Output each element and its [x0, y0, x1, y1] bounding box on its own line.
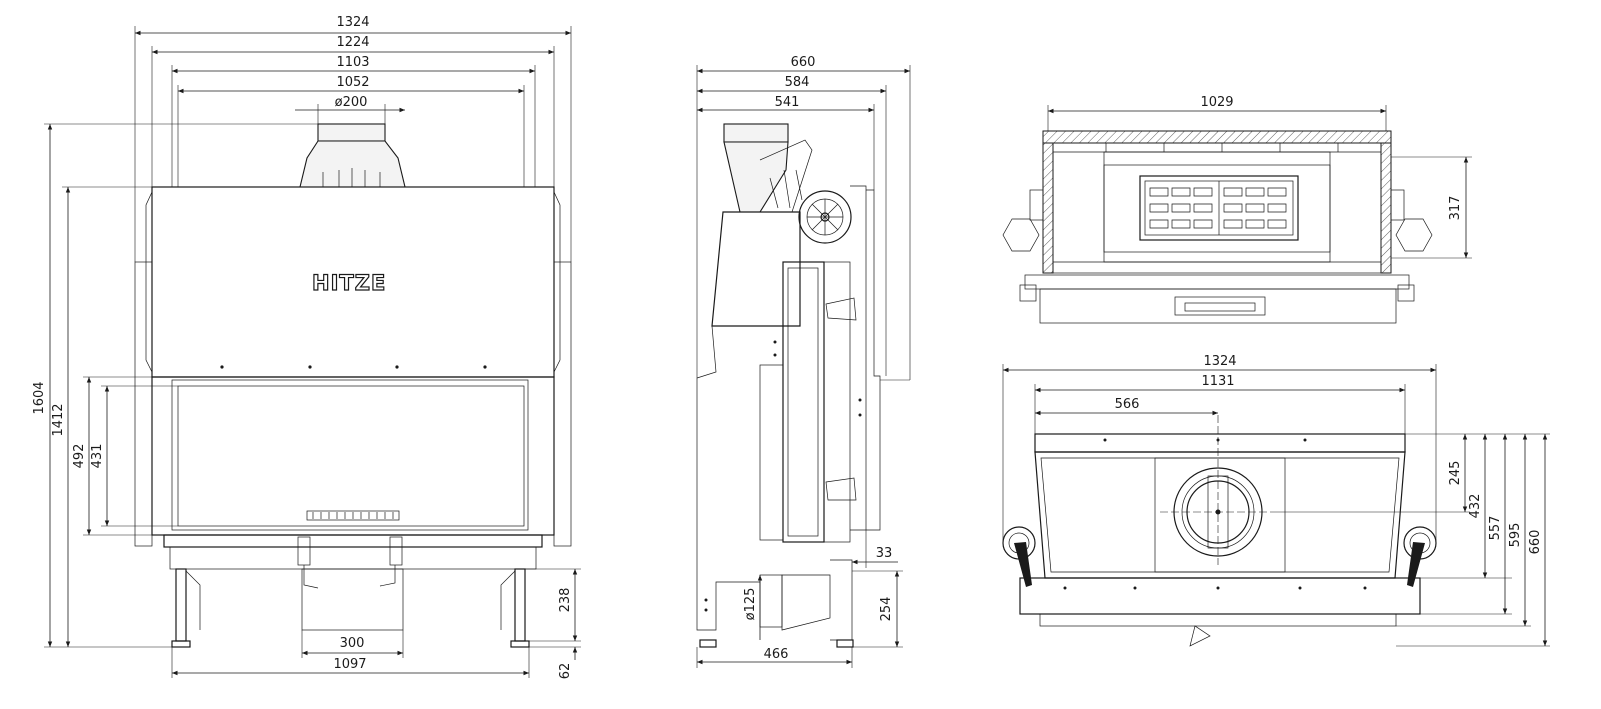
front-logo: HITZE: [312, 271, 386, 295]
side-air-inlet: [759, 574, 783, 628]
dim-front-air-inlet-width: 300: [340, 636, 365, 651]
dim-side-overall-depth: 660: [791, 55, 816, 70]
dim-top-depth-660: 660: [1528, 530, 1543, 555]
section-dimensions: 1029 317: [1047, 95, 1472, 259]
front-flue-adapter: [299, 140, 406, 188]
dim-front-body-height: 1412: [51, 403, 66, 436]
front-view: HITZE: [32, 15, 581, 679]
section-grate: [1139, 175, 1299, 241]
dim-front-foot-height: 62: [558, 663, 573, 680]
front-glass: [171, 379, 529, 531]
dim-side-door-offset: 33: [876, 546, 893, 561]
front-leg-right: [514, 568, 526, 642]
dim-side-air-inlet-diameter: ø125: [743, 588, 758, 621]
top-section-view: 1029 317: [1002, 95, 1472, 324]
front-air-inlet: [301, 568, 404, 631]
front-leg-left: [175, 568, 187, 642]
dim-front-overall-width: 1324: [336, 15, 369, 30]
top-back-plate: [1034, 433, 1406, 453]
section-top-wall: [1042, 130, 1392, 144]
top-dimensions: 1324 1131 566 245 432 557 595 660: [1002, 354, 1550, 647]
dim-top-flue-axis-offset: 566: [1115, 397, 1140, 412]
front-handle: [306, 510, 400, 521]
dim-front-leg-height: 238: [558, 588, 573, 613]
side-fan: [798, 190, 852, 244]
dim-front-door-height: 492: [72, 444, 87, 469]
dim-side-air-inlet-height: 254: [879, 597, 894, 622]
dim-front-frame-width: 1103: [336, 55, 369, 70]
top-view: 1324 1131 566 245 432 557 595 660: [1002, 354, 1550, 647]
dim-section-inner-width: 1029: [1200, 95, 1233, 110]
dim-section-depth: 317: [1448, 196, 1463, 221]
dim-side-air-inlet-depth: 466: [764, 647, 789, 662]
dim-top-overall-width: 1324: [1203, 354, 1236, 369]
dim-front-overall-height: 1604: [32, 381, 47, 414]
dim-front-glass-height: 431: [90, 444, 105, 469]
side-dimensions: 660 584 541 466 ø125 33 254: [696, 55, 911, 668]
dim-front-leg-span: 1097: [333, 657, 366, 672]
front-flue-collar: [317, 123, 386, 142]
dim-top-depth-557: 557: [1488, 516, 1503, 541]
dim-side-body-depth: 584: [785, 75, 810, 90]
dim-front-flue-diameter: ø200: [335, 95, 368, 110]
dim-side-firebox-depth: 541: [775, 95, 800, 110]
dim-top-inner-width: 1131: [1201, 374, 1234, 389]
dim-front-glass-width: 1052: [336, 75, 369, 90]
dim-top-depth-432: 432: [1468, 494, 1483, 519]
front-dimensions: 1324 1224 1103 1052 ø200 300 1097 1604: [32, 15, 581, 679]
side-flue-collar: [723, 123, 789, 143]
dim-top-depth-595: 595: [1508, 523, 1523, 548]
dim-front-body-width: 1224: [336, 35, 369, 50]
side-view: 660 584 541 466 ø125 33 254: [696, 55, 911, 668]
section-hex-left: [1002, 218, 1040, 252]
top-body: [1034, 451, 1406, 579]
side-upper-casing: [711, 211, 801, 327]
dim-top-flue-axis-depth: 245: [1448, 461, 1463, 486]
section-hex-right: [1395, 218, 1433, 252]
